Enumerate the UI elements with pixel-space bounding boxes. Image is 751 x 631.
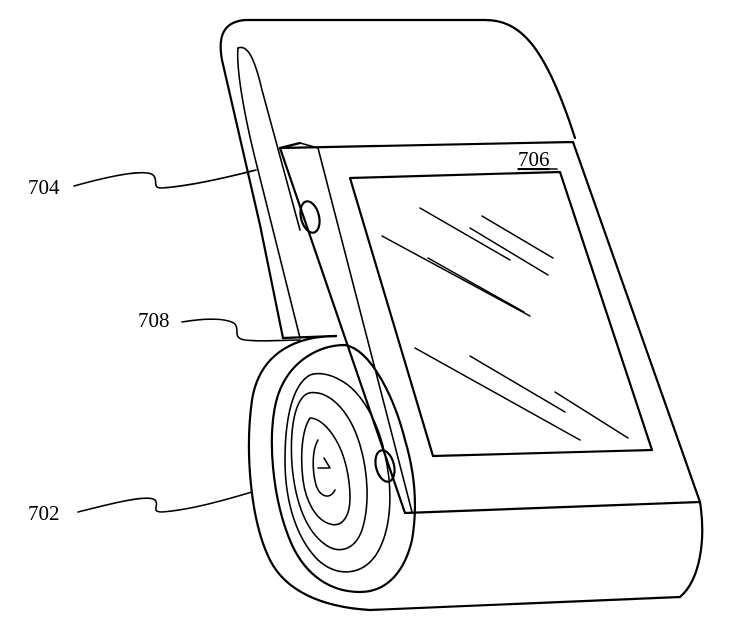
leader-708 [181,318,301,342]
flexible-band [219,18,577,340]
display-housing [278,140,704,599]
upper-side-button [299,200,321,234]
rolled-band [247,334,682,612]
leader-704 [73,169,257,189]
label-704: 704 [28,175,60,199]
leader-lines [73,169,301,513]
screen-glare-lines [381,207,629,441]
label-708: 708 [138,308,170,332]
display-screen [348,170,654,458]
label-702: 702 [28,501,60,525]
leader-702 [77,491,253,513]
label-706: 706 [518,147,550,171]
